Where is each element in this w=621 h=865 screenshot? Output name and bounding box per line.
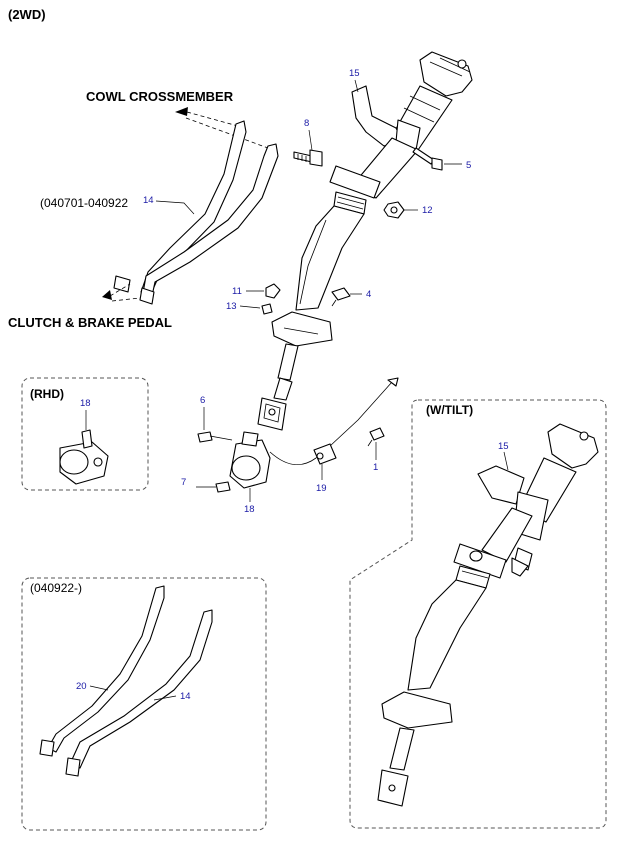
part-number-15: 15 <box>349 68 360 79</box>
date-range-label: (040701-040922 <box>40 196 128 210</box>
part-number-15-tilt: 15 <box>498 441 509 452</box>
part-number-13: 13 <box>226 301 237 312</box>
bolt-5 <box>412 147 443 171</box>
cowl-arrow <box>175 107 269 149</box>
part-number-18-rhd: 18 <box>80 398 91 409</box>
bolt-7 <box>196 481 231 493</box>
support-bracket-14 <box>113 120 279 305</box>
part-number-19: 19 <box>316 483 327 494</box>
part-number-7: 7 <box>181 477 186 488</box>
screw-13 <box>261 303 273 315</box>
bolt-8 <box>293 149 323 167</box>
part-number-4: 4 <box>366 289 371 300</box>
part-number-12: 12 <box>422 205 433 216</box>
part-number-20: 20 <box>76 681 87 692</box>
clip-11 <box>265 283 281 299</box>
nut-12 <box>383 201 405 219</box>
part-number-1: 1 <box>373 462 378 473</box>
steering-column-tilt <box>377 423 599 807</box>
cowl-crossmember-label: COWL CROSSMEMBER <box>86 89 234 104</box>
part-number-18: 18 <box>244 504 255 515</box>
rhd-label: (RHD) <box>30 387 64 401</box>
newer-date-label: (040922-) <box>30 581 82 595</box>
part-number-8: 8 <box>304 118 309 129</box>
cable-19 <box>269 377 399 466</box>
bolt-1 <box>367 427 385 447</box>
steering-column-main <box>257 51 473 431</box>
rhd-box <box>21 377 149 491</box>
pedal-arrow <box>102 283 141 302</box>
gear-box-18-rhd <box>59 429 109 485</box>
part-number-14-box: 14 <box>180 691 191 702</box>
variant-label: (2WD) <box>8 7 46 22</box>
part-number-11: 11 <box>232 286 242 297</box>
wtilt-label: (W/TILT) <box>426 403 473 417</box>
support-bracket-20-14 <box>39 585 213 777</box>
clutch-brake-pedal-label: CLUTCH & BRAKE PEDAL <box>8 315 172 330</box>
bolt-6 <box>197 431 233 443</box>
wtilt-box <box>349 399 607 829</box>
part-number-5: 5 <box>466 160 471 171</box>
bolt-4 <box>331 287 351 307</box>
newer-bracket-box <box>21 577 267 831</box>
gear-box-18 <box>229 431 271 489</box>
part-number-14: 14 <box>143 195 154 206</box>
part-number-6: 6 <box>200 395 205 406</box>
